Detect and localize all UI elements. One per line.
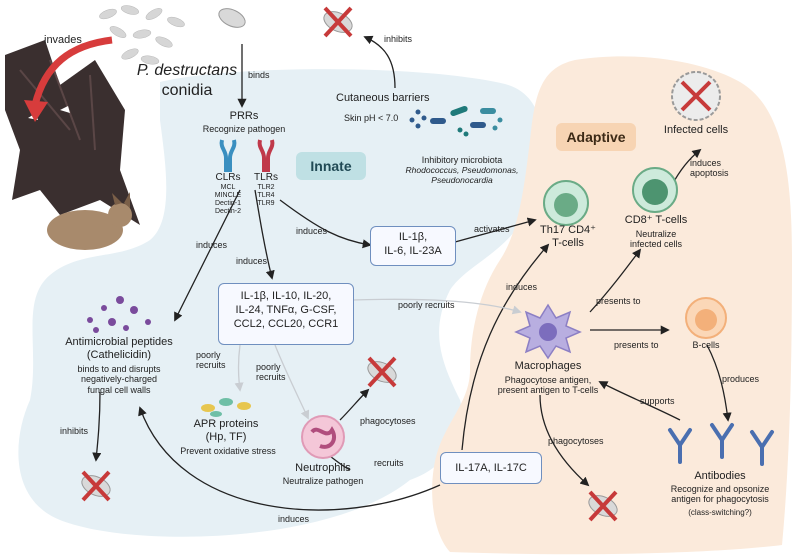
cd8-desc: Neutralize infected cells	[629, 229, 683, 250]
prr-title: PRRs	[229, 110, 259, 122]
macrophages-desc: Phagocytose antigen, present antigen to …	[497, 375, 599, 396]
cross-icon	[323, 6, 353, 38]
produces-label: produces	[722, 374, 760, 384]
cross-icon	[367, 356, 397, 388]
bat-icon	[5, 40, 140, 250]
amp-title: Antimicrobial peptides (Cathelicidin)	[65, 336, 173, 361]
tlr-title: TLRs	[254, 172, 278, 183]
activates-label: activates	[474, 224, 510, 234]
antibodies-title: Antibodies	[694, 470, 746, 482]
light-arrows	[234, 298, 522, 420]
recruits-label: recruits	[374, 458, 404, 468]
cytokine-box: IL-1β, IL-10, IL-20, IL-24, TNFα, G-CSF,…	[218, 283, 354, 345]
skin-ph-label: Skin pH < 7.0	[344, 113, 399, 123]
peptide-icon	[87, 296, 151, 333]
invades-label: invades	[44, 34, 82, 46]
pathogen-name: P. destructans	[136, 62, 238, 79]
bcells-label: B-cells	[692, 340, 720, 350]
neutrophils-title: Neutrophils	[295, 462, 351, 474]
conidia-icon	[99, 5, 185, 65]
apr-title: APR proteins (Hp, TF)	[193, 418, 259, 443]
antibody-icon	[668, 423, 774, 466]
induces-th17-label: induces	[506, 282, 538, 292]
supports-label: supports	[640, 396, 675, 406]
induces-amp-label: induces	[196, 240, 228, 250]
poorly-recruits-neu-label: poorly recruits	[256, 362, 286, 383]
inhibits-amp-label: inhibits	[60, 426, 89, 436]
clr-title: CLRs	[215, 172, 241, 183]
macrophage-icon	[514, 303, 582, 360]
cd8-title: CD8⁺ T-cells	[624, 214, 688, 226]
cell-icon	[632, 167, 678, 213]
prr-subtitle: Recognize pathogen	[202, 124, 286, 134]
neutrophils-desc: Neutralize pathogen	[282, 476, 364, 486]
induces-il1-label: induces	[296, 226, 328, 236]
antibodies-desc: Recognize and opsonize antigen for phago…	[670, 484, 770, 505]
il17-box: IL-17A, IL-17C	[440, 452, 542, 484]
fungal-spore-icon	[218, 8, 246, 28]
cross-icon	[588, 490, 618, 522]
apr-desc: Prevent oxidative stress	[180, 446, 276, 456]
neutrophil-icon	[301, 415, 345, 459]
adaptive-panel-label: Adaptive	[556, 123, 636, 151]
infected-cells-label: Infected cells	[663, 124, 729, 136]
presents-cd8-label: presents to	[596, 296, 641, 306]
invades-arrow	[31, 36, 113, 106]
cell-icon	[543, 180, 589, 226]
microbiota-species: Rhodococcus, Pseudomonas, Pseudonocardia	[405, 165, 519, 185]
phagocytoses-neu-label: phagocytoses	[360, 416, 416, 426]
phagocytoses-mac-label: phagocytoses	[548, 436, 604, 446]
amp-desc: binds to and disrupts negatively-charged…	[77, 364, 161, 395]
adaptive-region	[432, 56, 792, 555]
receptor-icon	[219, 139, 275, 172]
microbiota-title: Inhibitory microbiota	[421, 155, 503, 165]
cell-icon	[685, 297, 727, 339]
pathogen-form: conidia	[161, 82, 213, 99]
induces-apoptosis-label: induces apoptosis	[690, 158, 729, 179]
infected-cell-icon	[671, 71, 721, 121]
antibodies-note: (class-switching?)	[688, 508, 752, 517]
bacteria-icon	[409, 105, 503, 137]
il1-il6-il23a-box: IL-1β, IL-6, IL-23A	[370, 226, 456, 266]
poorly-recruits-mac-label: poorly recruits	[398, 300, 455, 310]
induces-cyt-label: induces	[236, 256, 268, 266]
apr-icon	[201, 398, 251, 417]
cross-icon	[81, 470, 111, 502]
binds-label: binds	[248, 70, 270, 80]
macrophages-title: Macrophages	[514, 360, 582, 372]
tlr-items: TLR2 TLR4 TLR9	[257, 184, 275, 208]
clr-items: MCL MINCLE Dectin-1 Dectin-2	[214, 184, 242, 216]
inhibits-top-label: inhibits	[384, 34, 413, 44]
induces-bottom-label: induces	[278, 514, 310, 524]
poorly-recruits-apr-label: poorly recruits	[196, 350, 226, 371]
th17-label: Th17 CD4⁺ T-cells	[540, 224, 596, 249]
innate-panel-label: Innate	[296, 152, 366, 180]
presents-b-label: presents to	[614, 340, 659, 350]
cutaneous-barriers-label: Cutaneous barriers	[336, 92, 430, 104]
